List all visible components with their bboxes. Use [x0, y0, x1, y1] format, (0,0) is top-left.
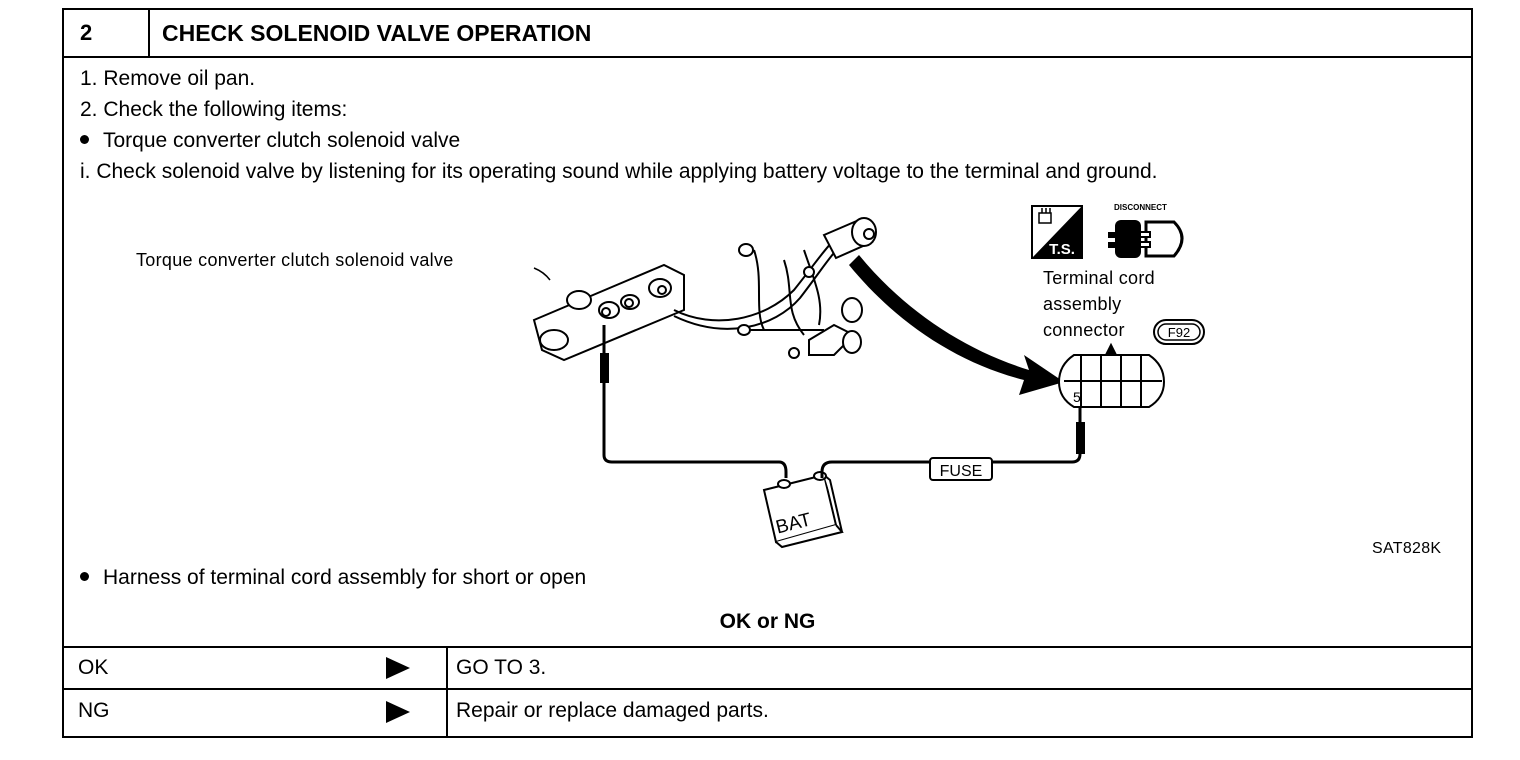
result-action: Repair or replace damaged parts.: [456, 699, 769, 722]
arrow-right-icon: [386, 657, 410, 679]
instruction-bullet-item: Torque converter clutch solenoid valve: [80, 128, 460, 154]
terminal-connector-icon: [1057, 342, 1166, 408]
result-status: NG: [78, 699, 110, 722]
instruction-line: i. Check solenoid valve by listening for…: [80, 160, 1158, 183]
disconnect-icon: DISCONNECT: [1108, 203, 1184, 258]
instruction-bullet-item: Harness of terminal cord assembly for sh…: [80, 565, 586, 591]
column-divider: [446, 646, 448, 736]
bullet-icon: [80, 134, 89, 144]
result-status: OK: [78, 656, 109, 679]
step-title: CHECK SOLENOID VALVE OPERATION: [162, 20, 592, 46]
ts-label: T.S.: [1049, 241, 1075, 258]
wire-to-battery: [602, 325, 788, 478]
result-action: GO TO 3.: [456, 656, 547, 679]
terminal-number: 5: [1073, 389, 1081, 405]
figure-code: SAT828K: [1372, 540, 1442, 557]
connector-label-line: assembly: [1043, 294, 1122, 314]
connector-label-line: Terminal cord: [1043, 268, 1155, 288]
harness-connectors: [737, 217, 877, 359]
divider: [64, 646, 1471, 648]
wiring-diagram: BAT FUSE 5 T.S. DISCONN: [532, 203, 1205, 549]
step-header: 2 CHECK SOLENOID VALVE OPERATION: [64, 10, 1471, 58]
arrow-right-icon: [386, 701, 410, 723]
bullet-text: Harness of terminal cord assembly for sh…: [103, 566, 587, 589]
bullet-text: Torque converter clutch solenoid valve: [103, 129, 461, 152]
fuse-icon: [929, 457, 993, 481]
valve-label: Torque converter clutch solenoid valve: [136, 250, 454, 270]
ts-icon: T.S.: [1031, 205, 1083, 259]
wire-to-connector: [992, 390, 1082, 464]
wiring-harness-illustration: [673, 239, 841, 336]
instruction-line: 1. Remove oil pan.: [80, 67, 256, 90]
procedure-table: 2 CHECK SOLENOID VALVE OPERATION 1. Remo…: [62, 8, 1473, 738]
disconnect-label: DISCONNECT: [1114, 203, 1167, 212]
result-heading: OK or NG: [719, 610, 816, 633]
solenoid-valve-illustration: [532, 263, 685, 362]
battery-illustration: BAT: [762, 471, 844, 549]
divider: [64, 688, 1471, 690]
curved-arrow-icon: [849, 255, 1064, 395]
instruction-line: 2. Check the following items:: [80, 98, 348, 121]
bullet-icon: [80, 571, 89, 581]
connector-label-line: connector: [1043, 320, 1125, 340]
step-number: 2: [64, 10, 150, 56]
connector-code: F92: [1168, 325, 1190, 340]
fuse-label: FUSE: [940, 463, 983, 480]
